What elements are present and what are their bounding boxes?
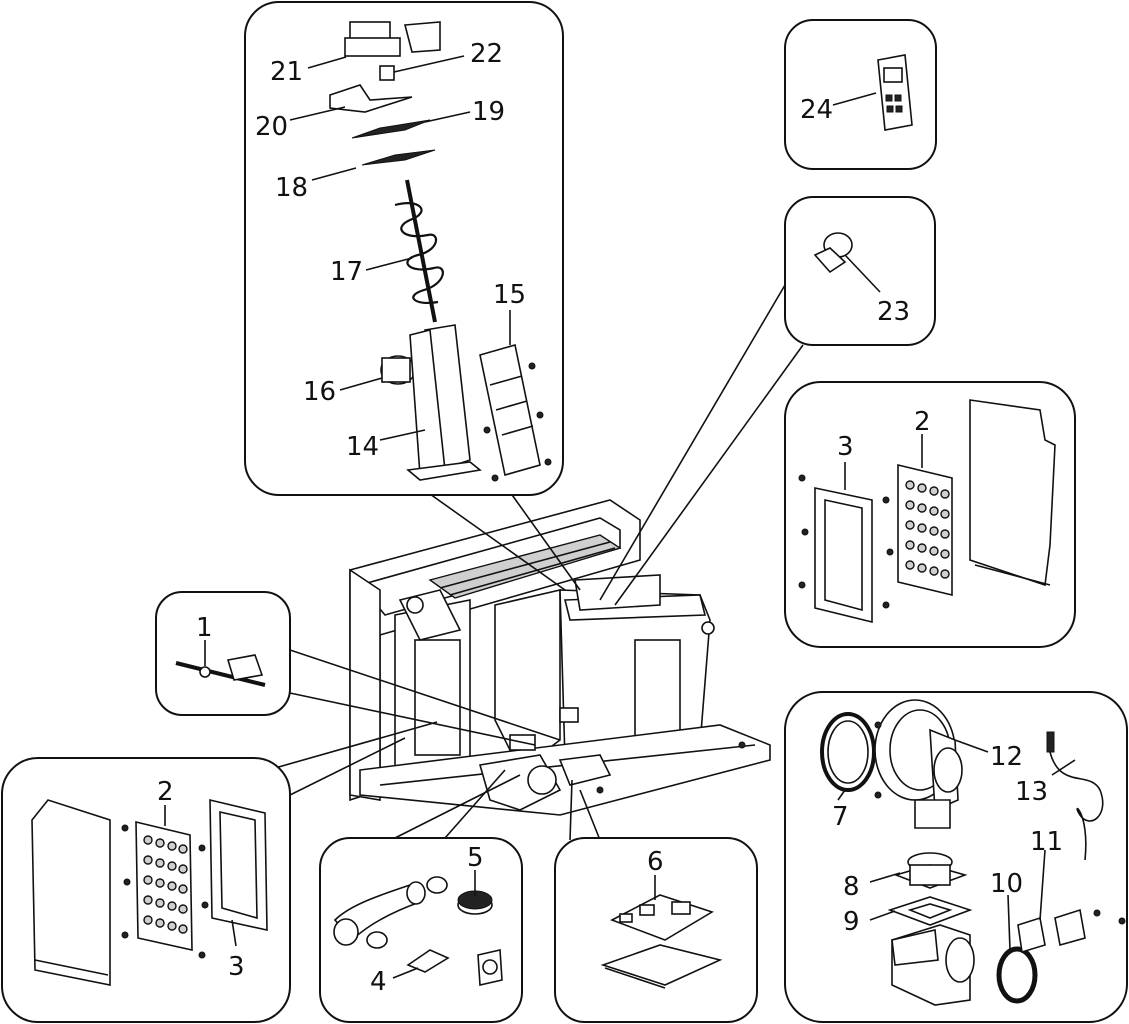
label-22: 22 xyxy=(470,39,503,69)
label-23: 23 xyxy=(877,297,910,327)
callout-lines xyxy=(274,284,804,841)
label-5: 5 xyxy=(467,843,484,873)
label-3-left: 3 xyxy=(228,952,245,982)
hose-clamps-callout: 5 4 xyxy=(319,837,523,1023)
label-6: 6 xyxy=(647,847,664,877)
combustion-fan-callout: 7 12 13 8 9 10 11 xyxy=(784,691,1128,1023)
label-1: 1 xyxy=(196,613,213,643)
auger-assembly-callout: 21 22 20 19 18 17 15 16 14 xyxy=(244,1,564,496)
stove-body xyxy=(349,499,771,816)
label-17: 17 xyxy=(330,257,363,287)
label-9: 9 xyxy=(843,907,860,937)
label-7: 7 xyxy=(832,802,849,832)
safety-thermostat-callout: 23 xyxy=(784,196,936,346)
label-8: 8 xyxy=(843,872,860,902)
label-19: 19 xyxy=(472,97,505,127)
label-12: 12 xyxy=(990,742,1023,772)
label-16: 16 xyxy=(303,377,336,407)
label-2-right: 2 xyxy=(914,407,931,437)
label-13: 13 xyxy=(1015,777,1048,807)
label-10: 10 xyxy=(990,869,1023,899)
left-exchanger-callout: 2 3 xyxy=(1,757,291,1023)
label-21: 21 xyxy=(270,57,303,87)
exchanger-holes-left xyxy=(143,835,188,934)
remote-control-callout: 24 xyxy=(784,19,937,170)
control-board-callout: 6 xyxy=(554,837,758,1023)
label-11: 11 xyxy=(1030,827,1063,857)
right-exchanger-callout: 3 2 xyxy=(784,381,1076,648)
igniter-callout: 1 xyxy=(155,591,291,716)
label-15: 15 xyxy=(493,280,526,310)
label-3-right: 3 xyxy=(837,432,854,462)
label-14: 14 xyxy=(346,432,379,462)
label-24: 24 xyxy=(800,95,833,125)
label-4: 4 xyxy=(370,967,387,997)
label-18: 18 xyxy=(275,173,308,203)
exchanger-holes-right xyxy=(905,480,950,579)
label-20: 20 xyxy=(255,112,288,142)
label-2-left: 2 xyxy=(157,777,174,807)
